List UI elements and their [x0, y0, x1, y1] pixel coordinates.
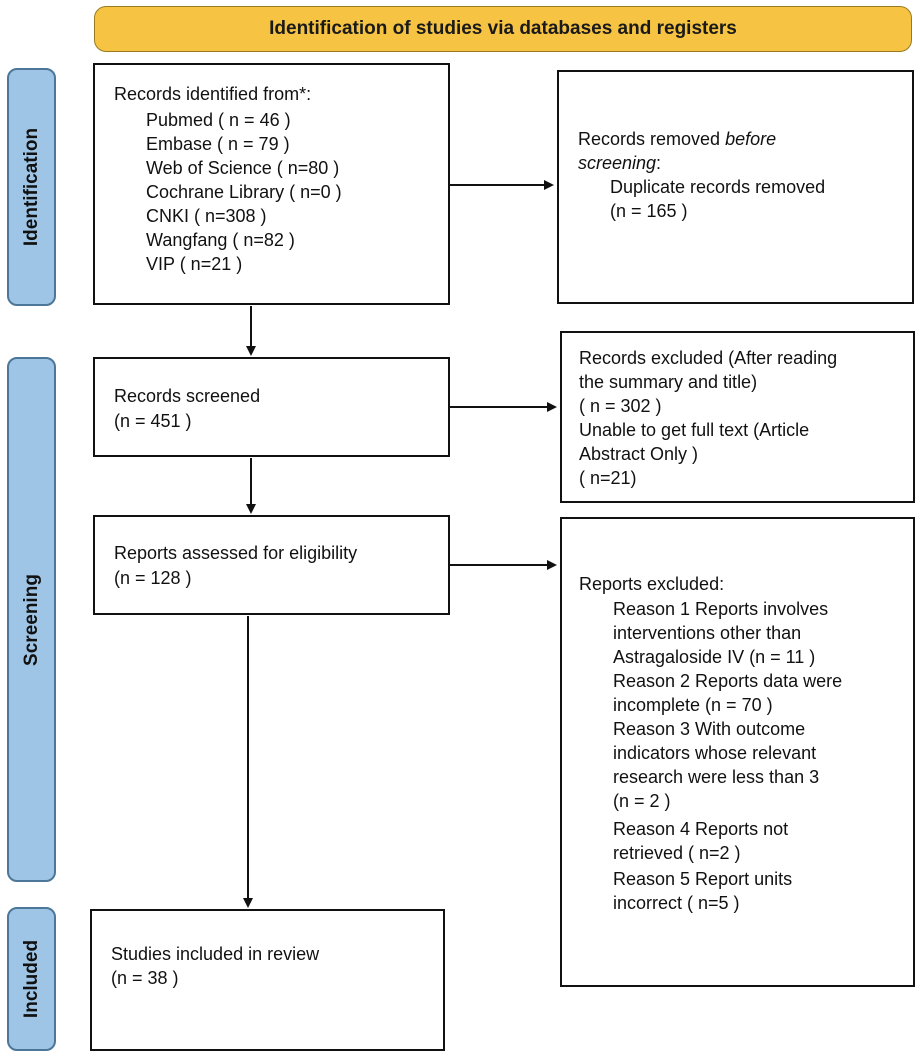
source-pubmed: Pubmed ( n = 46 )	[146, 110, 291, 130]
reason-4-line-1: Reason 4 Reports not	[613, 819, 789, 839]
source-vip: VIP ( n=21 )	[146, 254, 243, 274]
reason-3-line-1: Reason 3 With outcome	[613, 719, 806, 739]
no-full-text-line-2: Abstract Only )	[579, 444, 699, 464]
banner-title: Identification of studies via databases …	[269, 18, 737, 39]
records-excluded-box: Records excluded (After reading the summ…	[560, 331, 915, 503]
studies-included-count: (n = 38 )	[111, 968, 179, 988]
records-removed-box: Records removed before screening: Duplic…	[557, 70, 914, 304]
reason-3-line-2: indicators whose relevant	[613, 743, 817, 763]
source-web-of-science: Web of Science ( n=80 )	[146, 158, 340, 178]
records-removed-heading-italic: before	[725, 129, 777, 149]
eligibility-label: Reports assessed for eligibility	[114, 543, 358, 563]
banner: Identification of studies via databases …	[94, 6, 912, 52]
records-removed-line2-italic: screening	[578, 153, 657, 173]
records-removed-heading-text: Records removed	[578, 129, 726, 149]
records-removed-line2: screening:	[578, 152, 661, 174]
stage-screening: Screening	[7, 357, 56, 882]
reason-5-line-2: incorrect ( n=5 )	[613, 893, 740, 913]
reason-4-line-2: retrieved ( n=2 )	[613, 843, 741, 863]
no-full-text-count: ( n=21)	[579, 468, 637, 488]
records-excluded-count: ( n = 302 )	[579, 396, 662, 416]
records-identified-heading: Records identified from*:	[114, 84, 312, 104]
studies-included-label: Studies included in review	[111, 944, 320, 964]
records-screened-count: (n = 451 )	[114, 411, 192, 431]
reason-1-line-1: Reason 1 Reports involves	[613, 599, 829, 619]
reason-3-line-4: (n = 2 )	[613, 791, 671, 811]
records-screened-label: Records screened	[114, 386, 261, 406]
reason-5-line-1: Reason 5 Report units	[613, 869, 793, 889]
reason-1-line-3: Astragaloside IV (n = 11 )	[613, 647, 816, 667]
reason-1-line-2: interventions other than	[613, 623, 802, 643]
no-full-text-line-1: Unable to get full text (Article	[579, 420, 810, 440]
reason-3-line-3: research were less than 3	[613, 767, 820, 787]
source-wangfang: Wangfang ( n=82 )	[146, 230, 295, 250]
stage-included: Included	[7, 907, 56, 1051]
reports-excluded-heading: Reports excluded:	[579, 574, 725, 594]
records-removed-heading: Records removed before	[578, 128, 776, 150]
source-cochrane: Cochrane Library ( n=0 )	[146, 182, 342, 202]
duplicates-count: (n = 165 )	[610, 201, 688, 221]
studies-included-box: Studies included in review (n = 38 )	[90, 909, 445, 1051]
records-removed-line2-rest: :	[656, 153, 662, 173]
reports-excluded-box: Reports excluded: Reason 1 Reports invol…	[560, 517, 915, 987]
source-cnki: CNKI ( n=308 )	[146, 206, 267, 226]
records-excluded-line-1: Records excluded (After reading	[579, 348, 838, 368]
records-screened-box: Records screened (n = 451 )	[93, 357, 450, 457]
eligibility-count: (n = 128 )	[114, 568, 192, 588]
reason-2-line-2: incomplete (n = 70 )	[613, 695, 773, 715]
source-embase: Embase ( n = 79 )	[146, 134, 290, 154]
reason-2-line-1: Reason 2 Reports data were	[613, 671, 843, 691]
duplicates-label: Duplicate records removed	[610, 177, 826, 197]
records-excluded-line-2: the summary and title)	[579, 372, 758, 392]
records-identified-box: Records identified from*: Pubmed ( n = 4…	[93, 63, 450, 305]
stage-identification: Identification	[7, 68, 56, 306]
eligibility-box: Reports assessed for eligibility (n = 12…	[93, 515, 450, 615]
